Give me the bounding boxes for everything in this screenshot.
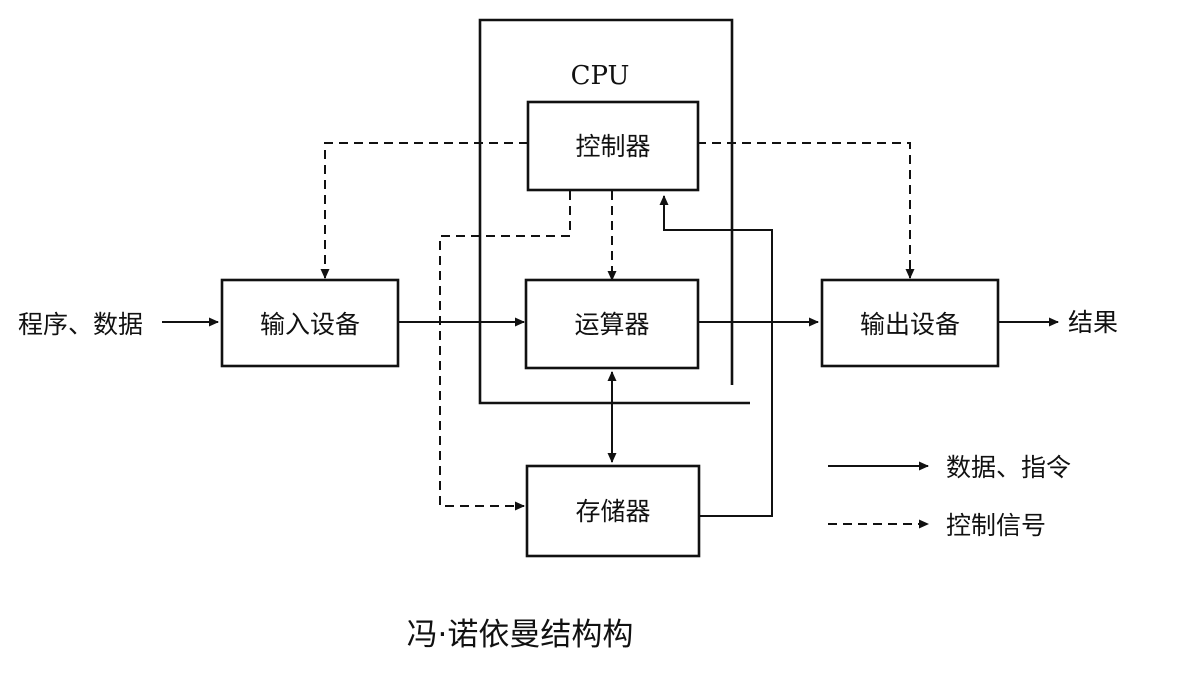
control-to-output-line — [697, 142, 915, 279]
legend-data-instructions-label: 数据、指令 — [946, 453, 1071, 482]
output-device-label: 输出设备 — [860, 310, 960, 339]
legend-control-signals-label: 控制信号 — [946, 511, 1046, 540]
output-device-box — [820, 278, 1000, 368]
memory-to-controller-line — [659, 195, 773, 517]
diagram-caption: 冯·诺依曼结构构 — [407, 617, 634, 653]
memory-node: 存储器 — [525, 464, 701, 558]
cpu-frame — [478, 18, 750, 405]
alu-box — [524, 278, 700, 370]
controller-label: 控制器 — [575, 132, 650, 161]
input-device-box — [220, 278, 400, 368]
control-to-memory-line — [439, 191, 571, 511]
alu-label: 运算器 — [574, 310, 649, 339]
output-device-node: 输出设备 — [820, 278, 1000, 368]
input-device-node: 输入设备 — [220, 278, 400, 368]
result-label: 结果 — [1068, 308, 1118, 337]
memory-box — [525, 464, 701, 558]
controller-node: 控制器 — [526, 100, 700, 192]
memory-label: 存储器 — [575, 497, 650, 526]
program-data-label: 程序、数据 — [18, 310, 143, 339]
alu-node: 运算器 — [524, 278, 700, 370]
controller-box — [526, 100, 700, 192]
control-to-input-line — [320, 142, 528, 279]
cpu-label: CPU — [571, 61, 630, 91]
legend: 数据、指令 控制信号 — [828, 453, 1071, 540]
input-device-label: 输入设备 — [260, 310, 360, 339]
